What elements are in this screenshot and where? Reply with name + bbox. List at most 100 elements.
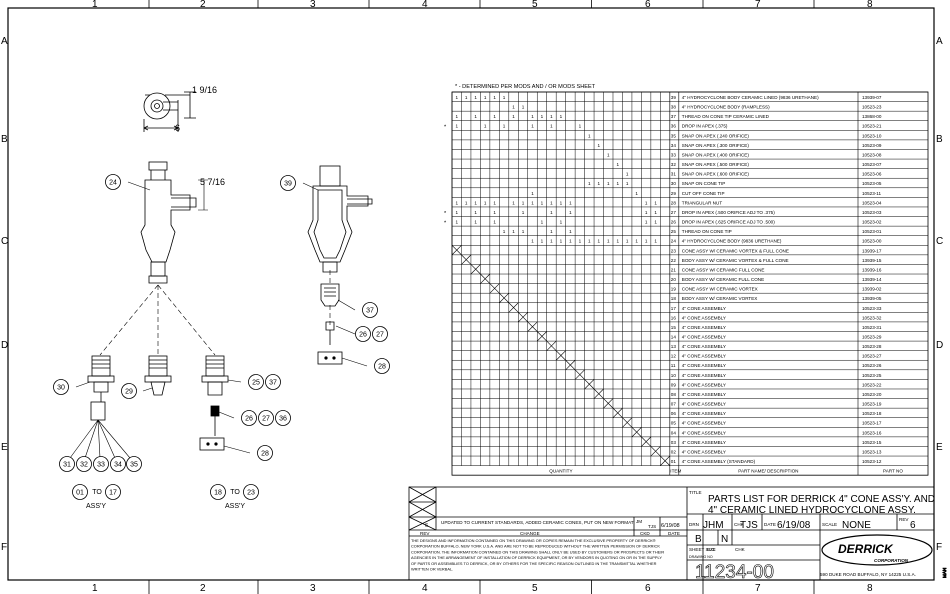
qty-cell: 1 [569,239,572,244]
row-description: 4" CONE ASSEMBLY [682,411,726,416]
row-description: 4" CONE ASSEMBLY [682,382,726,387]
qty-cell: 1 [588,133,591,138]
callout-label-c27: 27 [376,332,384,339]
row-description: DROP IN APEX (.500 ORIFICE ADJ TO .375) [682,210,775,215]
row-item: 25 [671,229,677,234]
row-item: 22 [671,258,677,263]
callout-c18 [210,484,226,500]
callout-label-c01: 01 [76,490,84,497]
qty-cell: 1 [560,200,563,205]
callout-label-c28b: 28 [261,451,269,458]
callout-label-c32: 32 [80,462,88,469]
zone-col-top-1: 1 [92,0,98,10]
parts-list-table: * - DETERMINED PER MODS AND / OR MODS SH… [444,84,929,476]
partno-label: PART NO [883,469,903,474]
x-cell [537,331,547,342]
qty-cell: 1 [474,95,477,100]
zone-col-top-5: 5 [532,0,538,10]
qty-cell: 1 [607,152,610,157]
row-description: THREAD ON CONE TIP CERAMIC LINED [682,114,770,119]
callout-label-c23: 23 [247,490,255,497]
company-name: DERRICK [838,542,894,556]
zone-row-right-B: B [936,134,943,145]
callout-label-c37b: 37 [269,380,277,387]
qty-cell: 1 [616,162,619,167]
row-item: 05 [671,421,677,426]
notice-line-2: CORPORATION BUFFALO, NEW YORK U.S.A. AND… [411,544,660,549]
row-description: SNAP ON APEX (.240 ORIFICE) [682,133,750,138]
row-item: 08 [671,392,677,397]
qty-cell: 1 [541,220,544,225]
row-item: 20 [671,277,677,282]
row-item: 32 [671,162,677,167]
callout-label-c39: 39 [284,181,292,188]
qty-cell: 1 [654,239,657,244]
row-part-number: 10523-28 [862,344,882,349]
row-part-number: 10523-13 [862,449,882,454]
qty-cell: 1 [550,200,553,205]
qty-cell: 1 [465,95,468,100]
desc-label: PART NAME/ DESCRIPTION [738,469,798,474]
row-description: 4" CONE ASSEMBLY [682,344,726,349]
callout-c34 [110,456,126,472]
qty-cell: 1 [569,200,572,205]
row-part-number: 10523-32 [862,315,882,320]
row-description: 4" CONE ASSEMBLY [682,325,726,330]
row-part-number: 10523-07 [862,162,882,167]
dim-top-width: 1 9/16 [192,85,217,95]
row-description: TRIANGULAR NUT [682,200,723,205]
tip-29-cut-off [144,355,172,396]
change-header: CHANGE [520,531,540,536]
row-item: 27 [671,210,677,215]
row-item: 16 [671,315,677,320]
zone-row-left-B: B [1,134,8,145]
notice-line-3: CORPORATION. THE INFORMATION CONTAINED O… [411,549,664,554]
qty-cell: 1 [512,200,515,205]
callout-label-c37: 37 [366,308,374,315]
callout-c23 [243,484,259,500]
qty-cell: 1 [474,114,477,119]
callout-c26b [241,410,257,426]
rev-date: 6/19/08 [661,523,680,529]
zone-row-left-C: C [1,236,8,247]
x-cell [480,273,491,284]
qty-cell: 1 [645,200,648,205]
qty-cell: 1 [579,239,582,244]
qty-cell: 1 [635,191,638,196]
qty-cell: 1 [607,181,610,186]
row-description: SNAP ON APEX (.500 ORIFICE) [682,162,750,167]
qty-cell: 1 [493,220,496,225]
row-item: 29 [671,191,677,196]
row-item: 39 [671,95,677,100]
callout-label-c35: 35 [130,462,138,469]
x-cell [650,446,661,457]
row-item: 38 [671,105,677,110]
qty-cell: 1 [626,181,629,186]
row-description: 4" CONE ASSEMBLY [682,306,726,311]
zone-col-top-3: 3 [310,0,316,10]
qty-cell: 1 [607,239,610,244]
table-row: 27 DROP IN APEX (.500 ORIFICE ADJ TO .375… [444,210,882,217]
zone-col-top-7: 7 [755,0,761,10]
row-star: * [444,211,447,217]
row-description: 4" CONE ASSEMBLY [682,421,726,426]
chk2-label: CHK [735,547,746,552]
zone-row-left-E: E [1,442,8,453]
row-description: 4" CONE ASSEMBLY (STANDARD) [682,459,756,464]
callout-label-c30: 30 [57,385,65,392]
zone-col-bottom-8: 8 [867,583,873,594]
rev-label: REV [899,517,909,522]
x-cell [565,360,576,371]
row-part-number: 10523-18 [862,411,882,416]
callout-label-c36: 36 [279,416,287,423]
date-value: 6/19/08 [777,520,811,531]
